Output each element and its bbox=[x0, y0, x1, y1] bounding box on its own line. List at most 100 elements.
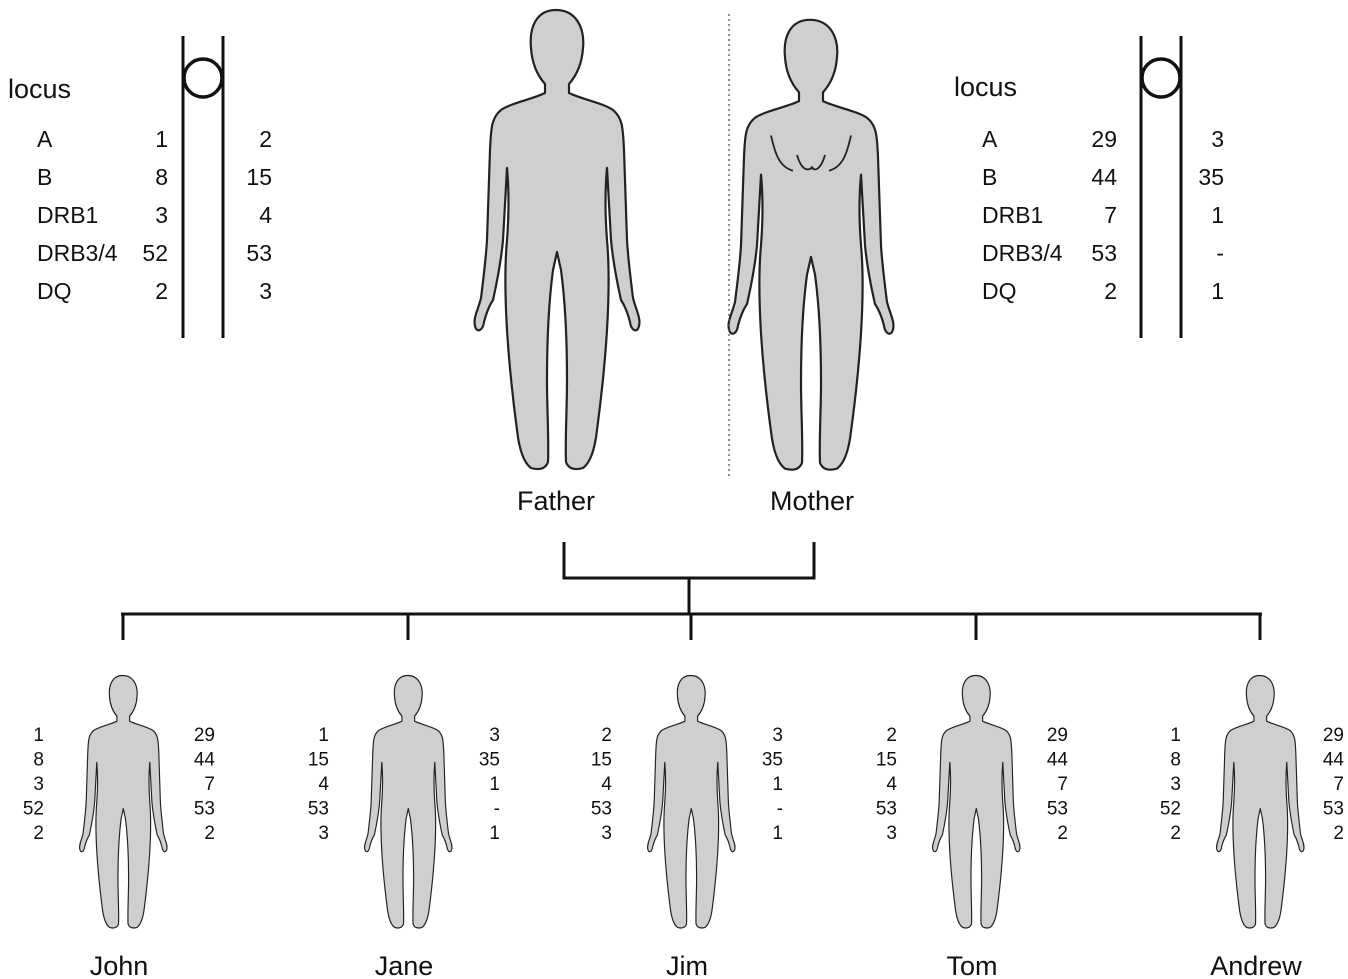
maternal-allele: 53 bbox=[194, 799, 215, 820]
locus-name: DRB1 bbox=[982, 202, 1043, 228]
maternal-allele: 3 bbox=[772, 725, 783, 746]
locus-name: A bbox=[982, 126, 998, 152]
haplotype-2-allele: 1 bbox=[1211, 202, 1224, 228]
maternal-allele: 53 bbox=[1323, 799, 1344, 820]
haplotype-2-allele: 3 bbox=[259, 278, 272, 304]
paternal-allele: 52 bbox=[23, 799, 44, 820]
child-body-shape bbox=[933, 676, 1020, 929]
paternal-allele: 8 bbox=[33, 750, 44, 771]
locus-header: locus bbox=[954, 72, 1017, 102]
child-name-label: Jane bbox=[375, 951, 434, 979]
locus-name: DQ bbox=[37, 278, 72, 304]
children-row: 18352229447532John11545333351-1Jane21545… bbox=[23, 676, 1345, 979]
haplotype-2-allele: - bbox=[1216, 240, 1224, 266]
mother-label: Mother bbox=[770, 486, 854, 516]
maternal-allele: 1 bbox=[772, 823, 783, 844]
paternal-allele: 3 bbox=[1170, 774, 1181, 795]
locus-row: A 1 2 bbox=[37, 126, 272, 152]
haplotype-1-allele: 2 bbox=[155, 278, 168, 304]
haplotype-1-allele: 44 bbox=[1091, 164, 1117, 190]
child-name-label: Andrew bbox=[1210, 951, 1302, 979]
paternal-allele: 52 bbox=[1160, 799, 1181, 820]
maternal-allele: 7 bbox=[204, 774, 215, 795]
locus-name: A bbox=[37, 126, 53, 152]
child-silhouette-icon bbox=[1217, 676, 1304, 929]
paternal-allele: 15 bbox=[591, 750, 612, 771]
paternal-allele: 1 bbox=[33, 725, 44, 746]
haplotype-2-allele: 15 bbox=[246, 164, 272, 190]
child-body-shape bbox=[648, 676, 735, 929]
haplotype-2-allele: 35 bbox=[1198, 164, 1224, 190]
paternal-allele: 3 bbox=[33, 774, 44, 795]
locus-name: DRB3/4 bbox=[982, 240, 1063, 266]
haplotype-1-allele: 29 bbox=[1091, 126, 1117, 152]
maternal-allele: 44 bbox=[1323, 750, 1345, 771]
paternal-allele: 4 bbox=[601, 774, 612, 795]
paternal-allele: 1 bbox=[318, 725, 329, 746]
child-name-label: Tom bbox=[946, 951, 997, 979]
maternal-allele: 3 bbox=[489, 725, 500, 746]
haplotype-1-allele: 53 bbox=[1091, 240, 1117, 266]
paternal-allele: 53 bbox=[308, 799, 329, 820]
paternal-allele: 53 bbox=[591, 799, 612, 820]
locus-name: B bbox=[37, 164, 52, 190]
locus-header: locus bbox=[8, 74, 71, 104]
centromere-icon bbox=[184, 59, 222, 97]
haplotype-2-allele: 3 bbox=[1211, 126, 1224, 152]
paternal-allele: 4 bbox=[886, 774, 897, 795]
paternal-allele: 53 bbox=[876, 799, 897, 820]
paternal-allele: 2 bbox=[1170, 823, 1181, 844]
haplotype-1-allele: 52 bbox=[142, 240, 168, 266]
child-silhouette-icon bbox=[933, 676, 1020, 929]
paternal-allele: 2 bbox=[886, 725, 897, 746]
locus-row: A 29 3 bbox=[982, 126, 1224, 152]
mother-figure bbox=[729, 20, 894, 470]
paternal-allele: 3 bbox=[601, 823, 612, 844]
paternal-allele: 15 bbox=[308, 750, 329, 771]
haplotype-1-allele: 2 bbox=[1104, 278, 1117, 304]
maternal-allele: 1 bbox=[489, 774, 500, 795]
maternal-allele: 7 bbox=[1057, 774, 1068, 795]
child-silhouette-icon bbox=[80, 676, 167, 929]
maternal-allele: 1 bbox=[489, 823, 500, 844]
maternal-allele: 35 bbox=[762, 750, 783, 771]
female-silhouette-icon bbox=[729, 20, 894, 470]
maternal-allele: 53 bbox=[1047, 799, 1068, 820]
centromere-icon bbox=[1142, 59, 1180, 97]
child-name-label: Jim bbox=[666, 951, 708, 979]
maternal-allele: 44 bbox=[1047, 750, 1069, 771]
paternal-allele: 3 bbox=[886, 823, 897, 844]
maternal-allele: 1 bbox=[772, 774, 783, 795]
maternal-allele: 44 bbox=[194, 750, 216, 771]
maternal-allele: 29 bbox=[1047, 725, 1068, 746]
paternal-allele: 2 bbox=[33, 823, 44, 844]
paternal-allele: 3 bbox=[318, 823, 329, 844]
maternal-allele: 29 bbox=[194, 725, 215, 746]
child-silhouette-icon bbox=[648, 676, 735, 929]
paternal-allele: 2 bbox=[601, 725, 612, 746]
maternal-allele: - bbox=[777, 799, 783, 820]
maternal-allele: 29 bbox=[1323, 725, 1344, 746]
male-silhouette-icon bbox=[475, 10, 640, 469]
father-label: Father bbox=[517, 486, 595, 516]
pedigree-connector bbox=[121, 542, 1262, 640]
paternal-allele: 1 bbox=[1170, 725, 1181, 746]
maternal-allele: 2 bbox=[1333, 823, 1344, 844]
maternal-allele: 2 bbox=[1057, 823, 1068, 844]
maternal-allele: 2 bbox=[204, 823, 215, 844]
child-silhouette-icon bbox=[365, 676, 452, 929]
locus-name: B bbox=[982, 164, 997, 190]
haplotype-1-allele: 1 bbox=[155, 126, 168, 152]
haplotype-2-allele: 2 bbox=[259, 126, 272, 152]
